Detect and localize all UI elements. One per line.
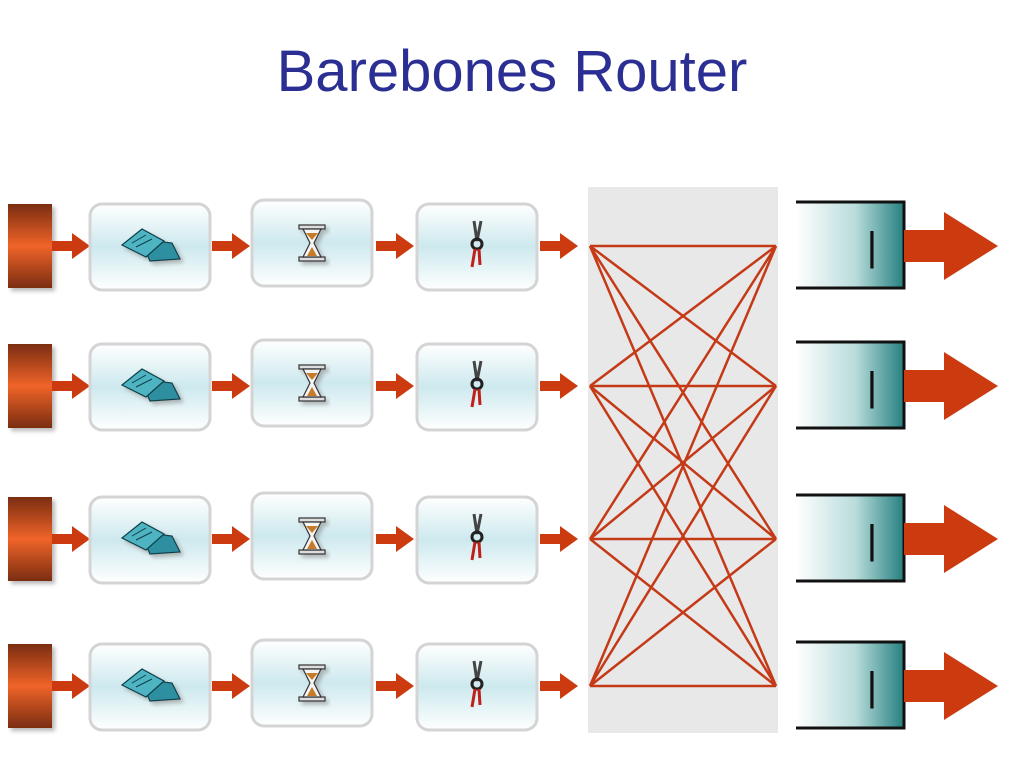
- input-port: [8, 497, 52, 581]
- forwarding-decision-stage: [415, 202, 539, 292]
- crossbar-connection: [588, 245, 778, 687]
- input-port: [8, 344, 52, 428]
- output-arrow: [904, 505, 998, 573]
- flow-arrow: [376, 373, 414, 399]
- flow-arrow: [540, 526, 578, 552]
- flow-arrow: [212, 673, 250, 699]
- router-row: |: [8, 491, 998, 585]
- hourglass-icon: [298, 224, 326, 262]
- papers-icon: [120, 368, 181, 402]
- hourglass-icon: [298, 364, 326, 402]
- crossbar-connection: [589, 385, 777, 540]
- hourglass-icon: [298, 517, 326, 555]
- input-port: [8, 644, 52, 728]
- output-arrow: [904, 352, 998, 420]
- flow-arrow: [52, 373, 90, 399]
- flow-arrow: [540, 373, 578, 399]
- output-arrow: [904, 212, 998, 280]
- forwarding-decision-stage: [415, 495, 539, 585]
- flow-arrow: [52, 673, 90, 699]
- output-port: |: [796, 200, 906, 290]
- output-queue-marker: |: [867, 518, 877, 562]
- forwarding-decision-stage: [415, 642, 539, 732]
- router-row: |: [8, 338, 998, 432]
- flow-arrow: [540, 233, 578, 259]
- crossbar-switch: [588, 244, 778, 688]
- output-port: |: [796, 340, 906, 430]
- output-port: |: [796, 640, 906, 730]
- flow-arrow: [212, 373, 250, 399]
- output-queue-marker: |: [867, 665, 877, 709]
- crossbar-background: [588, 187, 778, 733]
- papers-icon: [120, 228, 181, 262]
- flow-arrow: [52, 233, 90, 259]
- output-arrow: [904, 652, 998, 720]
- flow-arrow: [376, 673, 414, 699]
- crossbar-connection: [588, 385, 778, 687]
- page-title: Barebones Router: [276, 39, 748, 104]
- flow-arrow: [52, 526, 90, 552]
- flow-arrow: [212, 526, 250, 552]
- knot-icon: [470, 513, 484, 561]
- papers-icon: [120, 668, 181, 702]
- router-row: |: [8, 198, 998, 292]
- output-port: |: [796, 493, 906, 583]
- flow-arrow: [376, 233, 414, 259]
- forwarding-decision-stage: [415, 342, 539, 432]
- router-row: |: [8, 638, 998, 732]
- crossbar-connection: [589, 245, 777, 387]
- crossbar-connection: [588, 245, 778, 540]
- output-queue-marker: |: [867, 365, 877, 409]
- input-port: [8, 204, 52, 288]
- knot-icon: [470, 220, 484, 268]
- crossbar-connection: [589, 538, 777, 687]
- hourglass-icon: [298, 664, 326, 702]
- knot-icon: [470, 660, 484, 708]
- knot-icon: [470, 360, 484, 408]
- output-queue-marker: |: [867, 225, 877, 269]
- flow-arrow: [540, 673, 578, 699]
- papers-icon: [120, 521, 181, 555]
- flow-arrow: [212, 233, 250, 259]
- flow-arrow: [376, 526, 414, 552]
